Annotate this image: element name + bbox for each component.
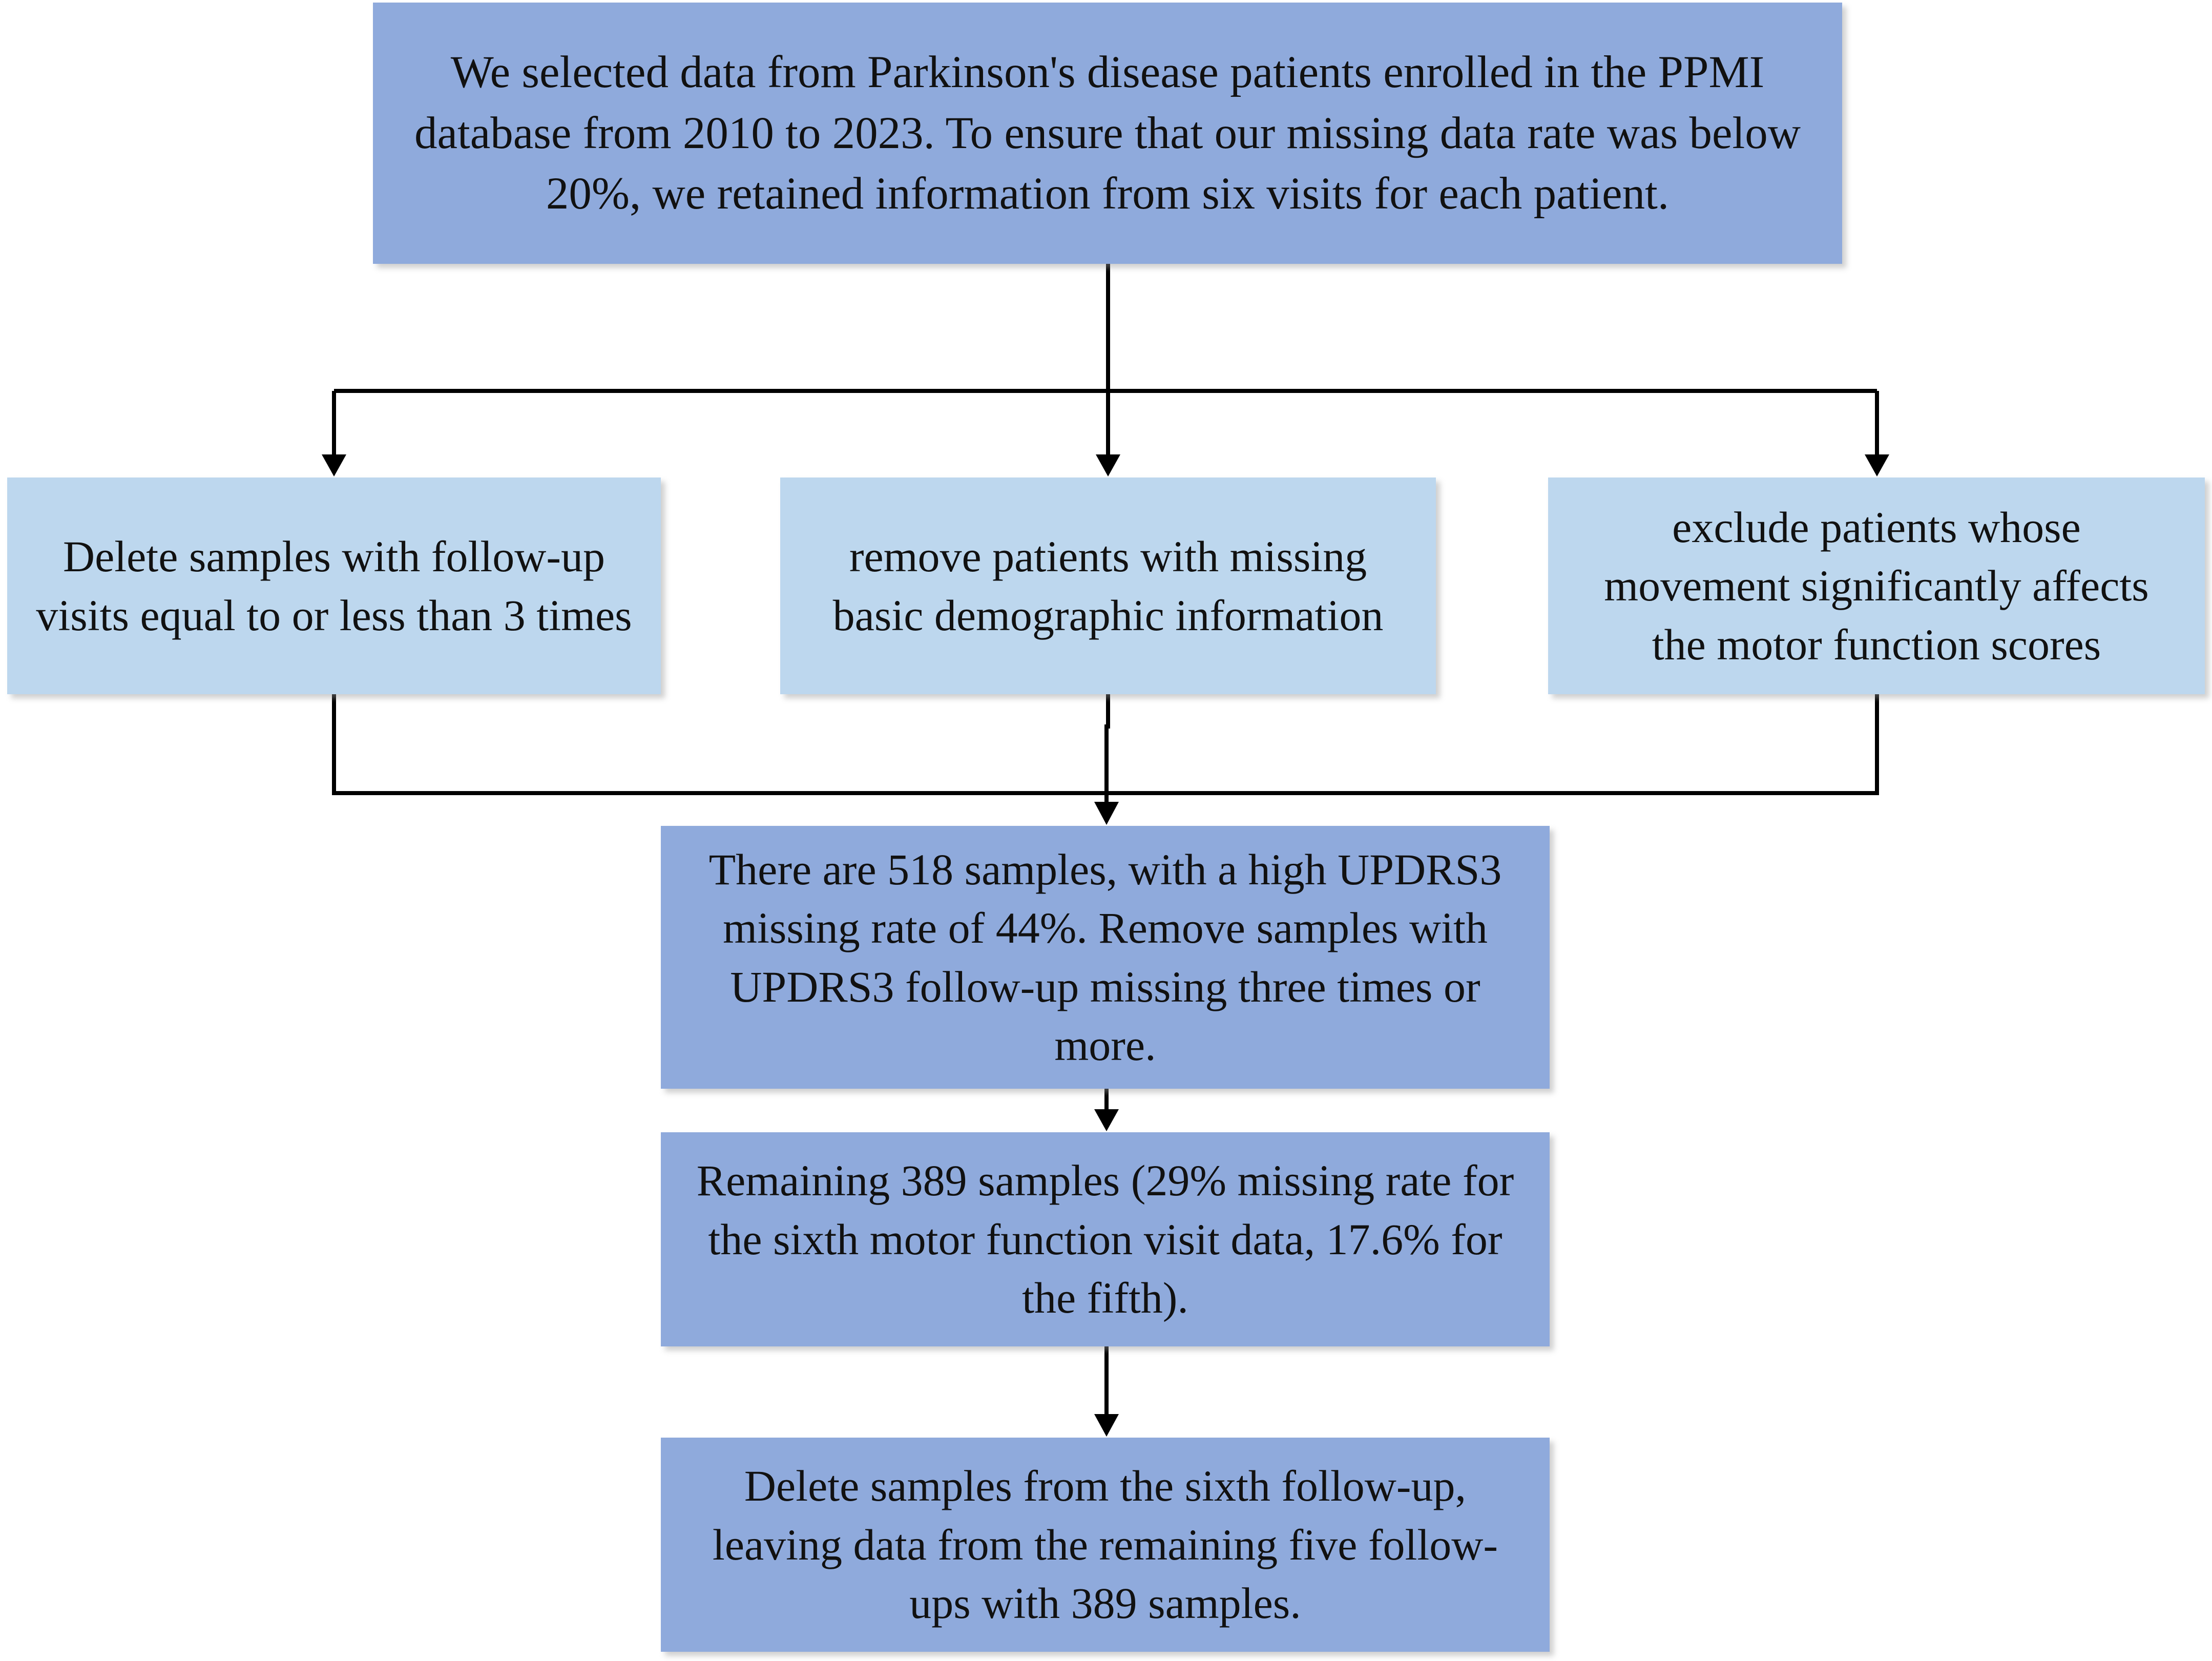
arrowhead-step2 [1094,1109,1119,1131]
arrowhead-step1 [1094,802,1119,825]
518-samples-text: There are 518 samples, with a high UPDRS… [708,844,1502,1070]
box-389-samples: Remaining 389 samples (29% missing rate … [661,1132,1550,1346]
arrowhead-step3 [1094,1414,1119,1437]
389-samples-text: Remaining 389 samples (29% missing rate … [696,1156,1514,1323]
arrowhead-middle [1096,454,1120,476]
delete-low-followup-text: Delete samples with follow-up visits equ… [36,532,632,640]
box-final-five-followups: Delete samples from the sixth follow-up,… [661,1438,1550,1652]
box-delete-low-followup: Delete samples with follow-up visits equ… [7,477,661,694]
final-five-followups-text: Delete samples from the sixth follow-up,… [712,1461,1498,1628]
connector-merge-left [332,694,1107,795]
box-data-selection: We selected data from Parkinson's diseas… [373,3,1842,264]
box-518-samples: There are 518 samples, with a high UPDRS… [661,826,1550,1089]
connector-merge-right [1107,694,1879,795]
arrowhead-left [322,454,346,476]
arrowhead-right [1865,454,1889,476]
box-remove-missing-demographics: remove patients with missing basic demog… [780,477,1436,694]
connector-merge-middle [1104,694,1110,802]
remove-missing-demographics-text: remove patients with missing basic demog… [832,532,1384,640]
exclude-movement-text: exclude patients whose movement signific… [1604,502,2149,669]
box-exclude-movement: exclude patients whose movement signific… [1548,477,2205,694]
data-selection-text: We selected data from Parkinson's diseas… [414,47,1801,219]
